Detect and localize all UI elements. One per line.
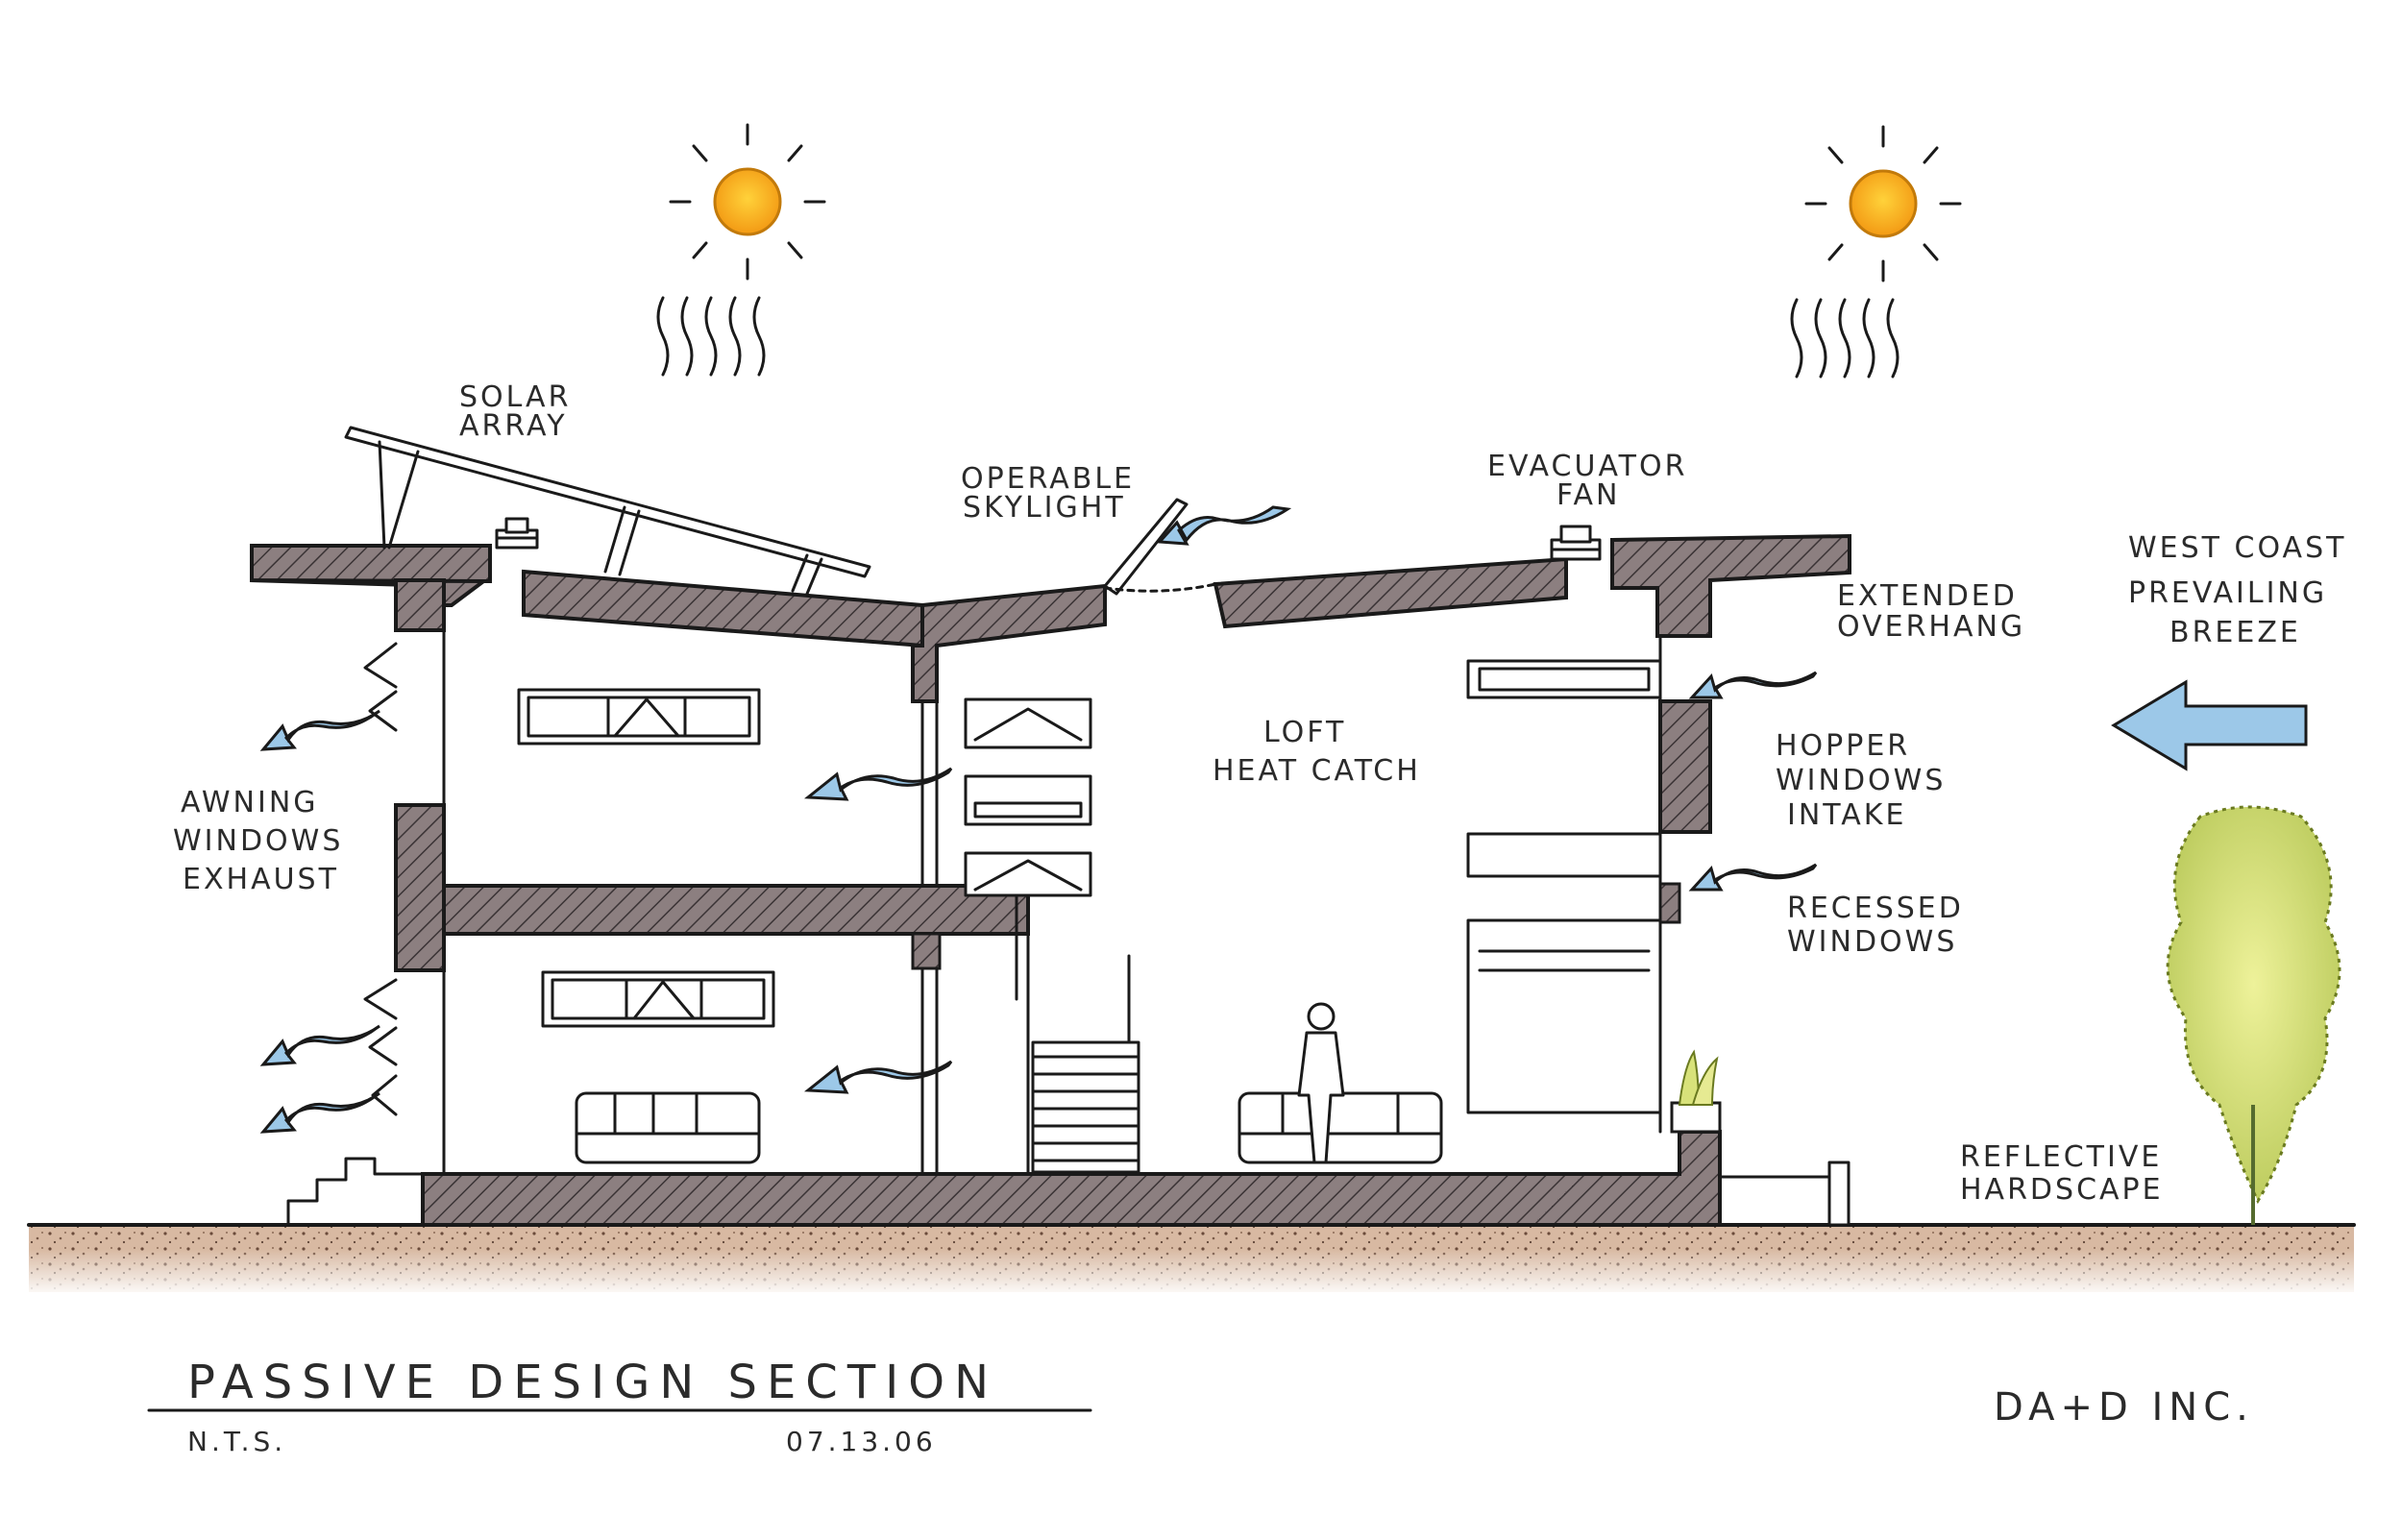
label-recessed-windows: RECESSED WINDOWS	[1787, 892, 1964, 959]
right-wall-upper	[1658, 699, 1712, 834]
svg-text:OVERHANG: OVERHANG	[1837, 610, 2025, 644]
svg-text:WINDOWS: WINDOWS	[173, 824, 343, 858]
date: 07.13.06	[786, 1426, 937, 1457]
svg-text:HOPPER: HOPPER	[1776, 729, 1910, 763]
bollard	[1718, 1161, 1851, 1227]
ground	[27, 1223, 2356, 1297]
breeze-arrow-skylight	[1156, 505, 1292, 546]
tree-icon	[2166, 805, 2341, 1225]
sun-icon-left	[656, 123, 826, 377]
svg-text:REFLECTIVE: REFLECTIVE	[1960, 1140, 2162, 1174]
svg-text:BREEZE: BREEZE	[2169, 616, 2301, 649]
breeze-arrow-awning-lower2	[259, 1091, 380, 1134]
breeze-arrows	[259, 505, 2308, 1134]
lower-window-left	[541, 970, 775, 1028]
svg-text:LOFT: LOFT	[1263, 716, 1346, 749]
svg-text:EVACUATOR: EVACUATOR	[1487, 450, 1687, 483]
label-evacuator-fan: EVACUATOR FAN	[1487, 450, 1687, 512]
svg-text:AWNING: AWNING	[181, 786, 319, 819]
stair	[1015, 893, 1140, 1174]
roof-slab-center	[911, 583, 1107, 703]
breeze-arrow-hopper	[1688, 671, 1818, 699]
svg-text:WEST COAST: WEST COAST	[2128, 531, 2346, 565]
operable-skylight	[1103, 498, 1217, 596]
title: PASSIVE DESIGN SECTION	[187, 1356, 998, 1409]
clerestory-windows	[964, 697, 1092, 897]
svg-text:FAN: FAN	[1556, 478, 1620, 512]
awning-windows	[363, 642, 398, 1116]
label-extended-overhang: EXTENDED OVERHANG	[1837, 579, 2025, 644]
sun-icon-right	[1790, 125, 1962, 379]
breeze-arrow-awning-upper	[259, 709, 380, 751]
building-section	[250, 533, 1851, 1227]
label-solar-array: SOLAR ARRAY	[459, 380, 571, 443]
svg-text:OPERABLE: OPERABLE	[961, 462, 1135, 496]
exterior-steps	[286, 1157, 425, 1227]
svg-text:SKYLIGHT: SKYLIGHT	[963, 491, 1126, 525]
evacuator-fan-icon	[1550, 525, 1602, 561]
svg-text:SOLAR: SOLAR	[459, 380, 571, 414]
label-loft: LOFT HEAT CATCH	[1213, 716, 1421, 788]
label-hopper-windows: HOPPER WINDOWS INTAKE	[1776, 729, 1946, 832]
label-awning-windows: AWNING WINDOWS EXHAUST	[173, 786, 343, 896]
svg-text:RECESSED: RECESSED	[1787, 892, 1964, 925]
upper-window-left	[517, 688, 761, 746]
breeze-arrow-ground	[803, 1060, 953, 1094]
svg-text:HARDSCAPE: HARDSCAPE	[1960, 1173, 2164, 1207]
sofa-right	[1238, 1091, 1443, 1164]
solar-array	[344, 426, 871, 596]
sofa-left	[575, 1091, 761, 1164]
label-west-coast-breeze: WEST COAST PREVAILING BREEZE	[2128, 531, 2346, 649]
svg-text:WINDOWS: WINDOWS	[1787, 925, 1957, 959]
roof-slab-left	[522, 569, 924, 648]
svg-text:ARRAY: ARRAY	[459, 409, 568, 443]
breeze-arrow-big	[2111, 679, 2308, 771]
label-reflective-hardscape: REFLECTIVE HARDSCAPE	[1960, 1140, 2164, 1207]
svg-text:INTAKE: INTAKE	[1787, 798, 1906, 832]
svg-text:EXTENDED: EXTENDED	[1837, 579, 2018, 613]
breeze-arrow-recessed	[1688, 863, 1818, 892]
label-operable-skylight: OPERABLE SKYLIGHT	[961, 462, 1135, 525]
person-figure	[1297, 1002, 1345, 1164]
right-roof-overhang	[1610, 533, 1851, 638]
scale: N.T.S.	[187, 1426, 286, 1457]
breeze-arrow-awning-lower1	[259, 1024, 380, 1066]
title-block: PASSIVE DESIGN SECTION N.T.S. 07.13.06 D…	[147, 1356, 2254, 1457]
svg-text:PREVAILING: PREVAILING	[2128, 576, 2327, 610]
svg-text:WINDOWS: WINDOWS	[1776, 764, 1946, 797]
roof-slab-right	[1213, 556, 1568, 629]
planter-plant	[1678, 1049, 1719, 1106]
svg-text:EXHAUST: EXHAUST	[183, 863, 339, 896]
fan-icon-left	[495, 517, 539, 550]
recessed-windows	[1466, 832, 1662, 1114]
firm: DA+D INC.	[1994, 1385, 2254, 1430]
hopper-window	[1466, 659, 1662, 699]
svg-text:HEAT CATCH: HEAT CATCH	[1213, 754, 1421, 788]
breeze-arrow-loft	[803, 767, 953, 801]
